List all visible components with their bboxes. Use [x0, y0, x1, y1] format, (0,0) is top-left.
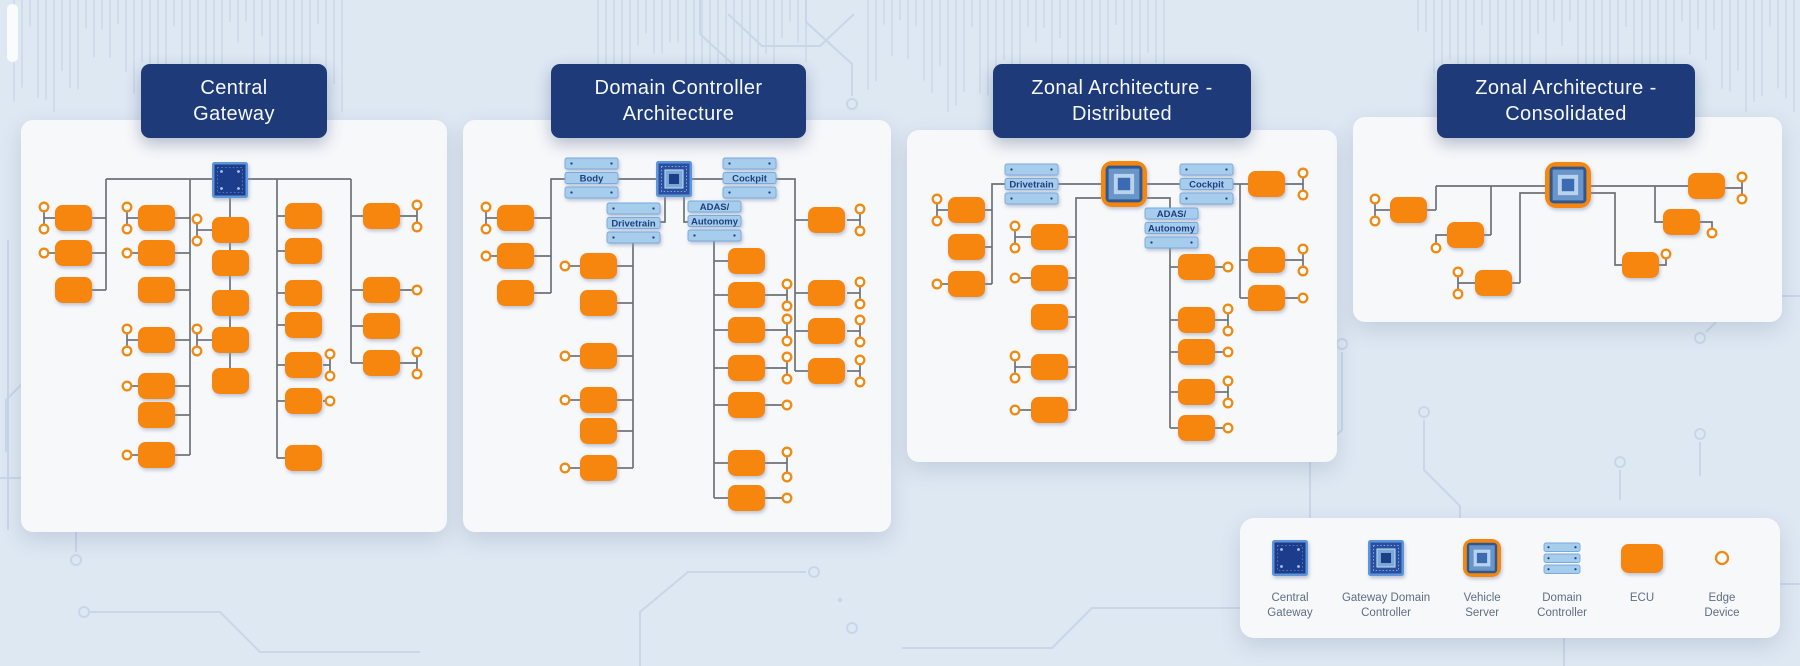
panel-title-line: Distributed [1072, 103, 1172, 125]
vehicle-server-icon [1463, 539, 1502, 577]
panel-card-zonal-consolidated [1353, 117, 1782, 322]
legend-label: ECU [1629, 592, 1655, 604]
panel-card-domain-controller [463, 120, 891, 532]
panel-title-zonal-distributed: Zonal Architecture - Distributed [993, 64, 1251, 138]
panel-title-line: Consolidated [1505, 103, 1627, 125]
panel-title-line: Domain Controller [594, 77, 763, 99]
ecu-icon [1621, 544, 1664, 573]
panel-card-central-gateway [21, 120, 447, 532]
domain-controller-glyph [1543, 542, 1581, 574]
gateway-domain-controller-node [1368, 540, 1405, 576]
panel-title-line: Zonal Architecture - [1031, 77, 1213, 99]
edge-device-node [1714, 550, 1730, 566]
panel-title-zonal-consolidated: Zonal Architecture - Consolidated [1437, 64, 1695, 138]
panel-title-central-gateway: Central Gateway [141, 64, 327, 138]
domain-controller-icon [1543, 542, 1581, 574]
ecu-node [1621, 544, 1664, 573]
panel-title-line: Central [200, 77, 268, 99]
central-gateway-node [1272, 540, 1308, 576]
edge-device-icon [1714, 550, 1730, 566]
panel-title-line: Gateway [193, 103, 275, 125]
vehicle-server-node [1463, 539, 1502, 577]
panel-title-line: Zonal Architecture - [1475, 77, 1657, 99]
central-gateway-icon [1272, 540, 1308, 576]
panel-title-domain-controller: Domain Controller Architecture [551, 64, 806, 138]
legend-item-ecu: ECU [1614, 530, 1670, 606]
panel-card-zonal-distributed [907, 130, 1337, 462]
panel-title-line: Architecture [622, 103, 735, 125]
gateway-domain-controller-icon [1368, 540, 1405, 576]
